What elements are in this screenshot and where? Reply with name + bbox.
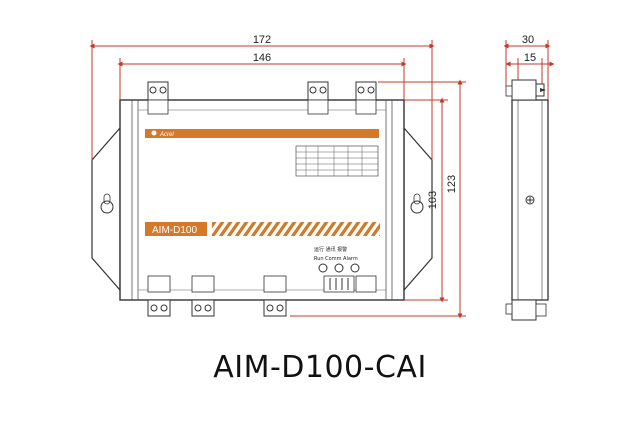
model-label: AIM-D100	[152, 225, 197, 236]
top-terminal-block-2	[307, 81, 329, 115]
bottom-terminal-block-2	[191, 275, 215, 317]
dim-front-height-body: 103	[427, 191, 439, 209]
top-terminal-block-1	[147, 81, 169, 115]
front-view: Acrel AIM-D100 运行 通讯 报警 Run Comm Alarm	[91, 81, 433, 317]
dim-front-total-width: 172	[253, 34, 271, 46]
right-mount-hole	[410, 193, 424, 214]
left-mounting-ear	[91, 126, 121, 292]
dim-front-height-total: 123	[446, 175, 458, 193]
brand-label: Acrel	[159, 132, 174, 138]
side-screw-icon	[525, 195, 535, 205]
left-mount-hole	[100, 193, 114, 214]
side-bottom-connector	[505, 299, 547, 321]
brand-band	[145, 129, 379, 138]
side-top-connector	[505, 79, 546, 101]
bottom-terminal-block-3	[263, 275, 287, 317]
dim-side-body-width: 15	[524, 52, 536, 64]
dim-side-total-width: 30	[522, 34, 534, 46]
top-terminal-block-3	[355, 81, 377, 115]
led-label-cn: 运行 通讯 报警	[314, 246, 347, 253]
led-run	[318, 263, 328, 273]
product-caption: AIM-D100-CAI	[213, 350, 427, 385]
stripe-pattern	[212, 222, 380, 236]
dip-switch-block	[323, 275, 377, 293]
spec-table	[295, 145, 379, 177]
side-dimensions: 30 15	[503, 34, 555, 100]
led-alarm	[350, 263, 360, 273]
dim-front-mount-width: 146	[253, 52, 271, 64]
led-comm	[334, 263, 344, 273]
led-label-en: Run Comm Alarm	[314, 256, 358, 262]
side-view	[505, 79, 549, 321]
bottom-terminal-block-1	[147, 275, 171, 317]
model-bar	[145, 222, 207, 236]
front-dimensions: 172 146 103 123	[89, 34, 466, 319]
